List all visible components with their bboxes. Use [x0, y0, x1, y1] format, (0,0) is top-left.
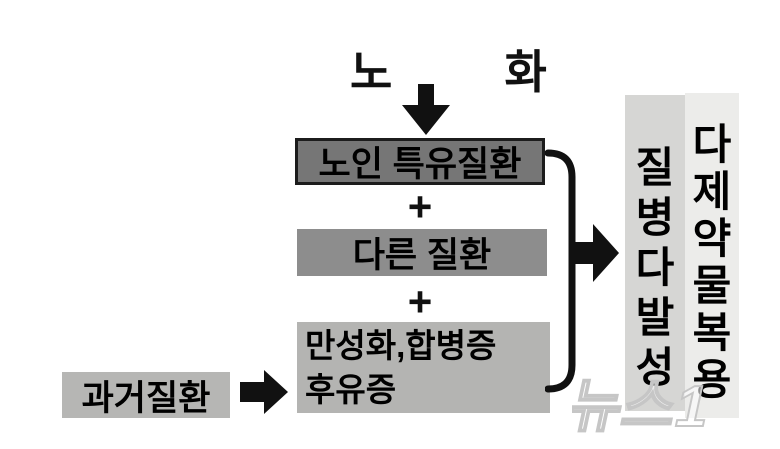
- multimorbidity-bar: 질병다발성: [625, 95, 685, 411]
- right-arrow-icon: [240, 370, 288, 414]
- past-disease-box: 과거질환: [62, 372, 230, 418]
- multimorbidity-label: 질병다발성: [635, 144, 675, 391]
- polypharmacy-label: 다제약물복용: [692, 121, 732, 403]
- news1-watermark-text: 뉴스1: [572, 375, 715, 439]
- other-disease-box: 다른 질환: [297, 229, 547, 276]
- bracket-icon: [545, 149, 576, 393]
- chronic-complication-line1: 만성화,합병증: [305, 326, 497, 364]
- news1-watermark: 뉴스1: [572, 374, 716, 440]
- chronic-complication-line2: 후유증: [305, 370, 397, 408]
- elderly-specific-disease-box: 노인 특유질환: [295, 138, 545, 185]
- big-right-arrow-icon: [571, 224, 619, 282]
- other-disease-label: 다른 질환: [352, 236, 492, 275]
- plus-sign-1: +: [407, 183, 433, 230]
- polypharmacy-bar: 다제약물복용: [685, 93, 739, 418]
- plus-sign-2: +: [407, 278, 433, 325]
- elderly-specific-disease-label: 노인 특유질환: [318, 145, 522, 184]
- aging-title: 노 화: [350, 46, 548, 98]
- past-disease-label: 과거질환: [81, 378, 211, 418]
- chronic-complication-box: 만성화,합병증 후유증: [297, 322, 550, 413]
- down-arrow-icon: [402, 84, 450, 135]
